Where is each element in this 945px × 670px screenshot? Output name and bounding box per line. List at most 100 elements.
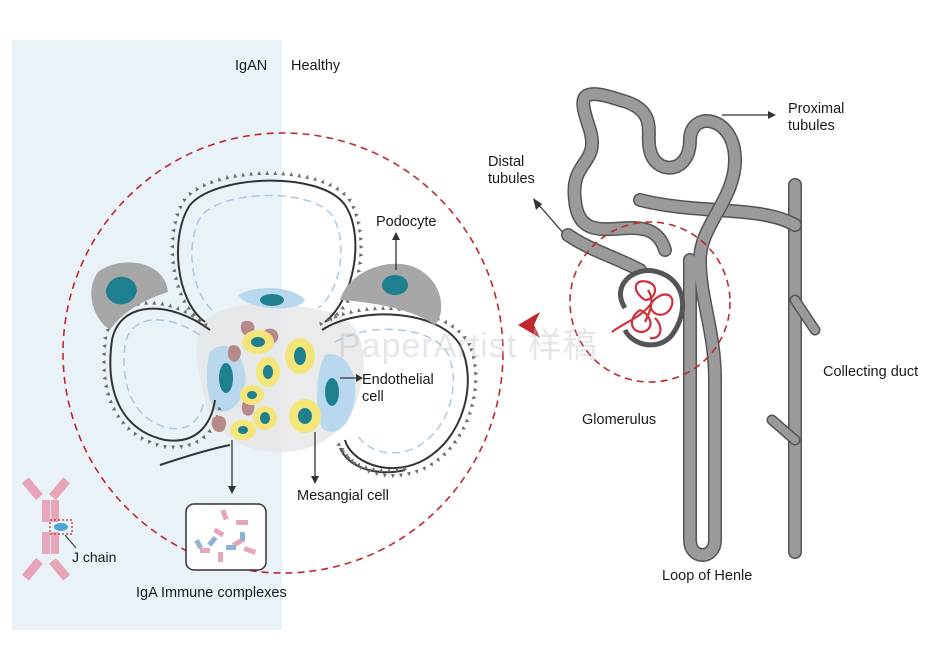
- foot-process: [174, 213, 180, 217]
- foot-process: [169, 244, 174, 249]
- foot-process: [195, 186, 200, 192]
- foot-process: [305, 174, 309, 180]
- glomerulus-circle: [569, 221, 731, 383]
- foot-process: [241, 172, 246, 177]
- foot-process: [181, 299, 187, 303]
- foot-process: [281, 171, 286, 176]
- foot-process: [197, 317, 201, 323]
- watermark: PaperArtist 样稿: [338, 327, 598, 365]
- foot-process: [168, 303, 172, 308]
- foot-process: [187, 442, 191, 448]
- foot-process: [389, 305, 393, 311]
- collecting-duct-label: Collecting duct: [823, 364, 919, 380]
- iga-complex-box: [185, 503, 267, 571]
- foot-process: [148, 439, 152, 445]
- foot-process: [173, 276, 178, 281]
- foot-process: [470, 403, 475, 408]
- j-chain-label: J chain: [72, 549, 117, 565]
- foot-process: [467, 342, 472, 347]
- podocytes: [91, 262, 442, 330]
- foot-process: [105, 328, 110, 333]
- foot-process: [194, 439, 199, 445]
- foot-process: [395, 467, 400, 472]
- foot-process: [178, 291, 183, 296]
- distal-tubules-label: Distal tubules: [488, 154, 535, 189]
- foot-process: [101, 368, 106, 373]
- foot-process: [183, 309, 187, 314]
- foot-process: [336, 442, 341, 446]
- foot-process: [473, 363, 478, 368]
- foot-process: [467, 411, 473, 415]
- zoom-circle: [62, 132, 504, 574]
- foot-process: [320, 179, 325, 184]
- igan-panel-label: IgAN: [235, 58, 268, 74]
- loop-of-henle-label: Loop of Henle: [662, 568, 753, 584]
- iga-immune-complexes-label: IgA Immune complexes: [136, 585, 287, 601]
- foot-process: [144, 300, 149, 305]
- foot-process: [351, 206, 356, 210]
- foot-process: [469, 348, 474, 352]
- foot-process: [345, 299, 350, 303]
- foot-process: [289, 172, 294, 177]
- foot-process: [312, 176, 317, 182]
- foot-process: [472, 395, 477, 400]
- foot-process: [340, 305, 346, 310]
- zoom-arrow: [518, 312, 540, 338]
- foot-process: [328, 316, 333, 322]
- foot-process: [101, 352, 106, 357]
- foot-process: [443, 319, 447, 325]
- proximal-tubules-line-2: tubules: [788, 118, 835, 135]
- foot-process: [121, 420, 126, 425]
- endothelial-cell-line-1: Endothelial: [362, 372, 434, 388]
- foot-process: [341, 311, 346, 317]
- foot-process: [363, 465, 368, 470]
- foot-process: [464, 418, 470, 423]
- foot-process: [170, 260, 175, 265]
- foot-process: [160, 301, 164, 306]
- foot-process: [344, 453, 349, 458]
- foot-process: [429, 462, 434, 467]
- foot-process: [357, 307, 362, 313]
- foot-process: [179, 444, 184, 450]
- foot-process: [186, 306, 191, 311]
- foot-process: [217, 406, 223, 411]
- foot-process: [461, 425, 466, 430]
- foot-process: [349, 309, 354, 314]
- foot-process: [257, 170, 262, 176]
- foot-process: [414, 469, 419, 474]
- foot-process: [163, 444, 168, 450]
- foot-process: [172, 220, 178, 225]
- foot-process: [326, 317, 331, 323]
- foot-process: [356, 462, 360, 467]
- foot-process: [356, 268, 362, 273]
- foot-process: [365, 306, 370, 312]
- endothelial-cells: [206, 288, 356, 433]
- foot-process: [182, 198, 187, 203]
- foot-process: [335, 186, 339, 192]
- foot-process: [474, 379, 479, 384]
- foot-process: [133, 431, 138, 437]
- foot-process: [346, 455, 351, 460]
- foot-process: [406, 471, 411, 477]
- healthy-panel-label: Healthy: [291, 58, 341, 74]
- foot-process: [358, 229, 363, 233]
- foot-process: [225, 175, 230, 180]
- proximal-tubules-label: Proximal tubules: [788, 101, 844, 136]
- foot-process: [169, 252, 175, 257]
- foot-process: [473, 387, 478, 392]
- foot-process: [334, 311, 340, 317]
- glomerulus-tuft: [611, 268, 686, 348]
- foot-process: [140, 436, 145, 441]
- distal-tubules-line-2: tubules: [488, 171, 535, 188]
- foot-process: [422, 466, 426, 471]
- foot-process: [340, 447, 345, 452]
- podocyte-label: Podocyte: [376, 214, 437, 230]
- foot-process: [373, 306, 377, 311]
- foot-process: [398, 473, 403, 478]
- distal-tubules-line-1: Distal: [488, 154, 525, 170]
- foot-process: [382, 473, 387, 478]
- foot-process: [354, 213, 359, 218]
- foot-process: [367, 469, 372, 474]
- foot-process: [233, 173, 238, 178]
